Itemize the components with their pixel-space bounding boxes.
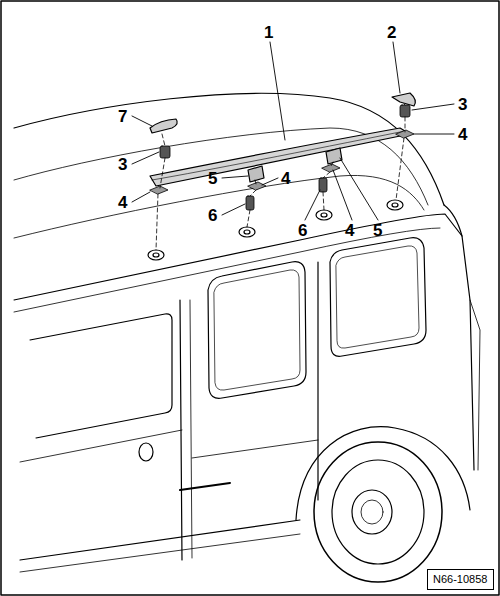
rim (332, 460, 424, 564)
pads (150, 130, 414, 194)
roof-line (14, 128, 428, 205)
callout-number: 4 (118, 194, 127, 211)
body-line (14, 228, 440, 312)
sliding-door-window (208, 262, 306, 399)
rear-side-window (330, 238, 426, 357)
mount-holes (148, 200, 403, 260)
door-rail (180, 483, 230, 490)
roof-line (14, 175, 424, 238)
roof-side-edge (14, 214, 462, 300)
figure-number-box: N66-10858 (427, 569, 494, 590)
rear-light (470, 300, 480, 470)
callout-number: 1 (264, 24, 273, 41)
roof-rail (150, 128, 410, 186)
assembly-lines (156, 104, 405, 250)
callout-number: 5 (373, 222, 382, 239)
door-handle (139, 443, 153, 461)
callout-number: 2 (387, 24, 396, 41)
callout-number: 7 (118, 108, 127, 125)
body-crease (20, 430, 182, 462)
hub-logo (361, 500, 383, 524)
door-gap (190, 300, 192, 558)
hub (352, 490, 392, 534)
front-door-window (30, 314, 172, 438)
wheel-arch (296, 427, 470, 520)
sill-line (20, 534, 300, 572)
leader-lines (132, 42, 454, 220)
callout-number: 4 (281, 170, 290, 187)
window-glass (336, 246, 419, 348)
tyre (314, 442, 442, 582)
callout-number: 6 (208, 207, 217, 224)
callout-number: 3 (118, 156, 127, 173)
roof-rail-highlight (152, 131, 405, 180)
rear-pillar (444, 205, 474, 470)
door-gap (317, 262, 318, 500)
callout-number: 3 (458, 96, 467, 113)
figure-number: N66-10858 (433, 574, 488, 585)
bracket (326, 148, 342, 164)
callout-number: 4 (458, 126, 467, 143)
callout-number: 6 (298, 222, 307, 239)
body-crease (192, 440, 318, 458)
roof-edge (14, 93, 444, 205)
window-glass (214, 270, 300, 390)
end-cap-front (150, 119, 177, 133)
callout-number: 5 (208, 170, 217, 187)
bracket (248, 166, 264, 182)
callout-number: 4 (345, 222, 354, 239)
screws (160, 105, 410, 210)
